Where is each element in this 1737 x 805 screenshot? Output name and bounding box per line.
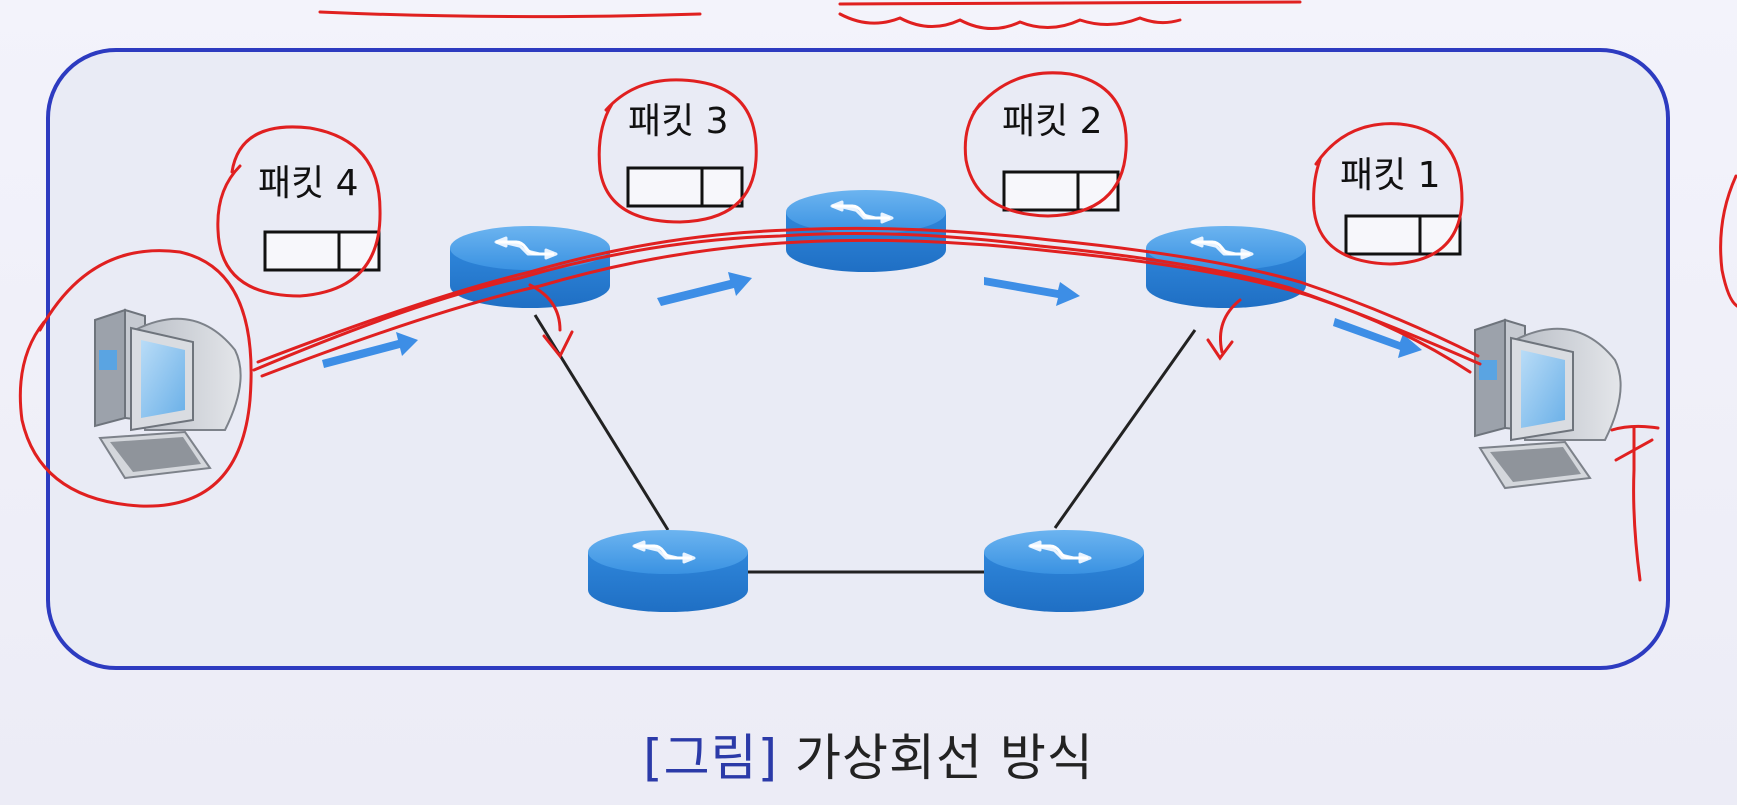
packet-label: 패킷 3 bbox=[628, 101, 729, 142]
packet-header bbox=[1344, 214, 1422, 256]
packet-header bbox=[626, 166, 704, 208]
figure-caption: [그림] 가상회선 방식 bbox=[0, 718, 1737, 790]
packet-header bbox=[263, 230, 341, 272]
network-frame bbox=[46, 48, 1670, 670]
router-icon bbox=[448, 224, 612, 310]
handwritten-annotations bbox=[18, 0, 1737, 582]
packet-label: 패킷 4 bbox=[258, 163, 359, 204]
packet-4: 패킷 4 bbox=[258, 163, 381, 272]
arrow-icon bbox=[1333, 318, 1422, 358]
arrow-icon bbox=[322, 332, 418, 368]
link-r4-r6 bbox=[1053, 329, 1197, 529]
figure-tag: [그림] bbox=[643, 729, 779, 787]
figure-title: 가상회선 방식 bbox=[795, 729, 1094, 787]
router-icon bbox=[982, 528, 1146, 614]
router-icon bbox=[586, 528, 750, 614]
packet-header bbox=[1002, 170, 1080, 212]
packet-label: 패킷 1 bbox=[1340, 155, 1441, 196]
arrow-icon bbox=[984, 277, 1080, 306]
packet-payload bbox=[700, 166, 744, 208]
packet-label: 패킷 2 bbox=[1002, 101, 1103, 142]
arrow-icon bbox=[657, 272, 752, 306]
packet-3: 패킷 3 bbox=[626, 101, 744, 208]
